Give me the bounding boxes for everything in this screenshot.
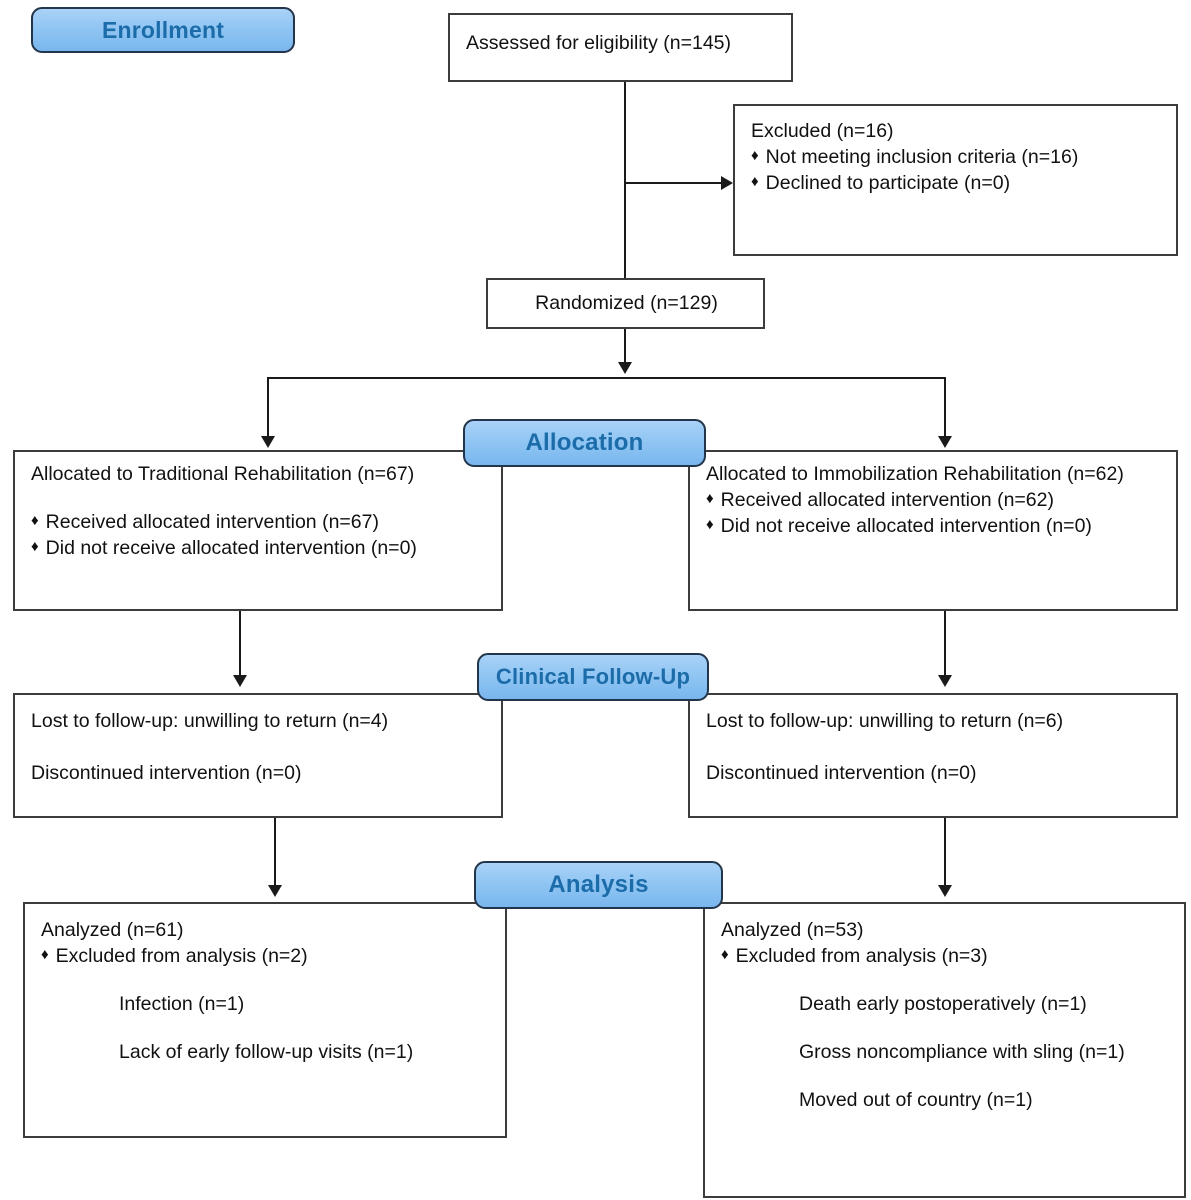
allocation-left-heading: Allocated to Traditional Rehabilitation … xyxy=(31,463,415,485)
stage-badge-allocation: Allocation xyxy=(463,419,706,467)
analysis-right-excluded: ♦ Excluded from analysis (n=3) xyxy=(721,944,1170,970)
excluded-item: ♦ Not meeting inclusion criteria (n=16) xyxy=(751,145,1162,171)
diamond-bullet-icon: ♦ xyxy=(41,945,49,963)
assessed-text: Assessed for eligibility (n=145) xyxy=(466,32,732,54)
stage-badge-allocation-label: Allocation xyxy=(525,429,644,456)
box-analysis-right: Analyzed (n=53) ♦ Excluded from analysis… xyxy=(703,902,1186,1198)
box-assessed-for-eligibility: Assessed for eligibility (n=145) xyxy=(448,13,793,82)
connector-randomized-down xyxy=(624,329,626,366)
connector-split-bar xyxy=(267,377,945,379)
arrowhead-alloc-left-to-followup xyxy=(233,675,247,687)
arrowhead-randomized-down xyxy=(618,362,632,374)
stage-badge-analysis-label: Analysis xyxy=(548,871,649,898)
arrowhead-split-left xyxy=(261,436,275,448)
arrowhead-followup-left-to-analysis xyxy=(268,885,282,897)
excluded-item-label: Declined to participate (n=0) xyxy=(765,171,1011,194)
analysis-left-excluded: ♦ Excluded from analysis (n=2) xyxy=(41,944,491,970)
allocation-left-item: ♦ Received allocated intervention (n=67) xyxy=(31,510,487,536)
box-allocation-left: Allocated to Traditional Rehabilitation … xyxy=(13,450,503,611)
analysis-right-reason: Gross noncompliance with sling (n=1) xyxy=(799,1040,1125,1063)
connector-to-excluded xyxy=(624,182,723,184)
stage-badge-enrollment: Enrollment xyxy=(31,7,295,53)
allocation-right-item: ♦ Received allocated intervention (n=62) xyxy=(706,488,1162,514)
allocation-left-item-label: Did not receive allocated intervention (… xyxy=(45,536,417,559)
allocation-right-item-label: Received allocated intervention (n=62) xyxy=(720,488,1054,511)
analysis-right-reason: Moved out of country (n=1) xyxy=(799,1088,1033,1111)
analysis-left-reason: Infection (n=1) xyxy=(119,992,245,1015)
allocation-left-item-label: Received allocated intervention (n=67) xyxy=(45,510,379,533)
arrowhead-followup-right-to-analysis xyxy=(938,885,952,897)
analysis-left-excluded-label: Excluded from analysis (n=2) xyxy=(55,944,308,967)
allocation-left-item: ♦ Did not receive allocated intervention… xyxy=(31,536,487,562)
connector-followup-right-to-analysis xyxy=(944,818,946,888)
analysis-left-analyzed: Analyzed (n=61) xyxy=(41,919,184,941)
connector-alloc-right-to-followup xyxy=(944,611,946,678)
diamond-bullet-icon: ♦ xyxy=(721,945,729,963)
box-randomized: Randomized (n=129) xyxy=(486,278,765,329)
diamond-bullet-icon: ♦ xyxy=(751,146,759,164)
excluded-item-label: Not meeting inclusion criteria (n=16) xyxy=(765,145,1079,168)
randomized-text: Randomized (n=129) xyxy=(535,292,718,314)
excluded-item: ♦ Declined to participate (n=0) xyxy=(751,171,1162,197)
box-followup-right: Lost to follow-up: unwilling to return (… xyxy=(688,693,1178,818)
analysis-right-excluded-label: Excluded from analysis (n=3) xyxy=(735,944,988,967)
diamond-bullet-icon: ♦ xyxy=(751,172,759,190)
stage-badge-enrollment-label: Enrollment xyxy=(101,16,225,43)
connector-split-left xyxy=(267,377,269,439)
followup-left-lost: Lost to follow-up: unwilling to return (… xyxy=(31,710,389,732)
arrowhead-split-right xyxy=(938,436,952,448)
arrowhead-to-excluded xyxy=(721,176,733,190)
diamond-bullet-icon: ♦ xyxy=(31,537,39,555)
diamond-bullet-icon: ♦ xyxy=(31,511,39,529)
allocation-right-item: ♦ Did not receive allocated intervention… xyxy=(706,514,1162,540)
box-analysis-left: Analyzed (n=61) ♦ Excluded from analysis… xyxy=(23,902,507,1138)
box-allocation-right: Allocated to Immobilization Rehabilitati… xyxy=(688,450,1178,611)
analysis-right-reason: Death early postoperatively (n=1) xyxy=(799,992,1087,1015)
stage-badge-analysis: Analysis xyxy=(474,861,723,909)
arrowhead-alloc-right-to-followup xyxy=(938,675,952,687)
followup-left-discontinued: Discontinued intervention (n=0) xyxy=(31,761,302,784)
stage-badge-clinical-follow-up: Clinical Follow-Up xyxy=(477,653,709,701)
allocation-right-heading: Allocated to Immobilization Rehabilitati… xyxy=(706,463,1124,485)
allocation-right-item-label: Did not receive allocated intervention (… xyxy=(720,514,1092,537)
connector-assessed-to-randomized xyxy=(624,82,626,278)
diamond-bullet-icon: ♦ xyxy=(706,489,714,507)
followup-right-lost: Lost to follow-up: unwilling to return (… xyxy=(706,710,1064,732)
analysis-left-reason: Lack of early follow-up visits (n=1) xyxy=(119,1040,414,1063)
stage-badge-clinical-follow-up-label: Clinical Follow-Up xyxy=(495,664,691,689)
box-excluded: Excluded (n=16) ♦ Not meeting inclusion … xyxy=(733,104,1178,256)
connector-alloc-left-to-followup xyxy=(239,611,241,678)
box-followup-left: Lost to follow-up: unwilling to return (… xyxy=(13,693,503,818)
connector-split-right xyxy=(944,377,946,439)
excluded-heading: Excluded (n=16) xyxy=(751,120,894,142)
diamond-bullet-icon: ♦ xyxy=(706,515,714,533)
connector-followup-left-to-analysis xyxy=(274,818,276,888)
analysis-right-analyzed: Analyzed (n=53) xyxy=(721,919,864,941)
followup-right-discontinued: Discontinued intervention (n=0) xyxy=(706,761,977,784)
